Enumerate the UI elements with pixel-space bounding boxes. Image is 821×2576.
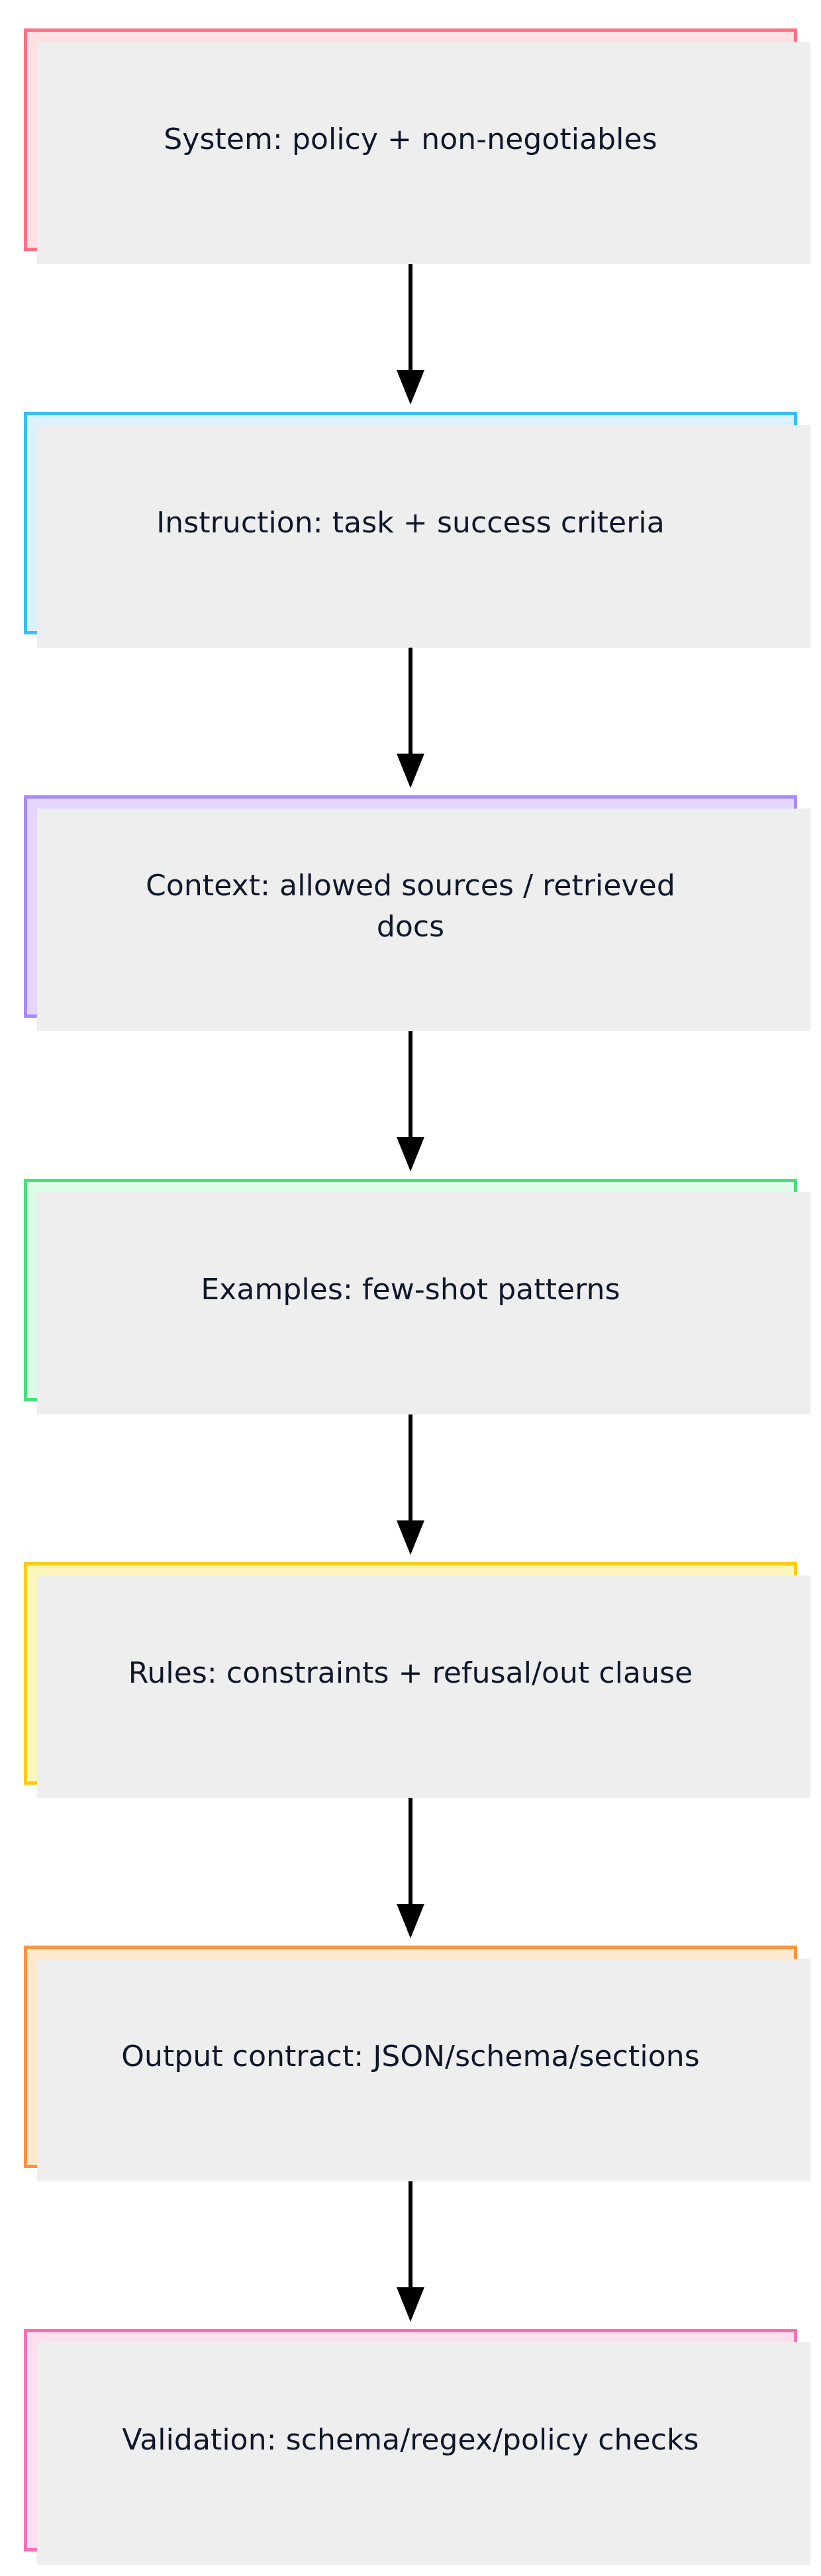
flow-node-rules[interactable]: Rules: constraints + refusal/out clause <box>24 1562 810 1798</box>
flow-node-label: Context: allowed sources / retrieved doc… <box>146 868 675 944</box>
flow-node-examples[interactable]: Examples: few-shot patterns <box>24 1179 810 1414</box>
flow-node-label: Rules: constraints + refusal/out clause <box>128 1656 693 1690</box>
flow-edge-instruction-to-context <box>0 634 821 796</box>
flow-node-label: Examples: few-shot patterns <box>201 1272 620 1307</box>
flow-node-label: Output contract: JSON/schema/sections <box>121 2039 700 2073</box>
flow-edge-rules-to-output-contract <box>0 1785 821 1946</box>
flow-edge-output-contract-to-validation <box>0 2168 821 2330</box>
flow-node-system[interactable]: System: policy + non-negotiables <box>24 28 810 264</box>
flow-edge-examples-to-rules <box>0 1401 821 1563</box>
flow-edge-system-to-instruction <box>0 251 821 413</box>
flow-node-label: System: policy + non-negotiables <box>164 122 657 156</box>
flow-node-context[interactable]: Context: allowed sources / retrieved doc… <box>24 795 810 1031</box>
flow-node-instruction[interactable]: Instruction: task + success criteria <box>24 412 810 648</box>
flow-node-validation[interactable]: Validation: schema/regex/policy checks <box>24 2329 810 2565</box>
flow-node-output-contract[interactable]: Output contract: JSON/schema/sections <box>24 1946 810 2181</box>
flow-node-label: Validation: schema/regex/policy checks <box>122 2422 699 2457</box>
flow-node-label: Instruction: task + success criteria <box>156 505 665 540</box>
flow-edge-context-to-examples <box>0 1018 821 1179</box>
